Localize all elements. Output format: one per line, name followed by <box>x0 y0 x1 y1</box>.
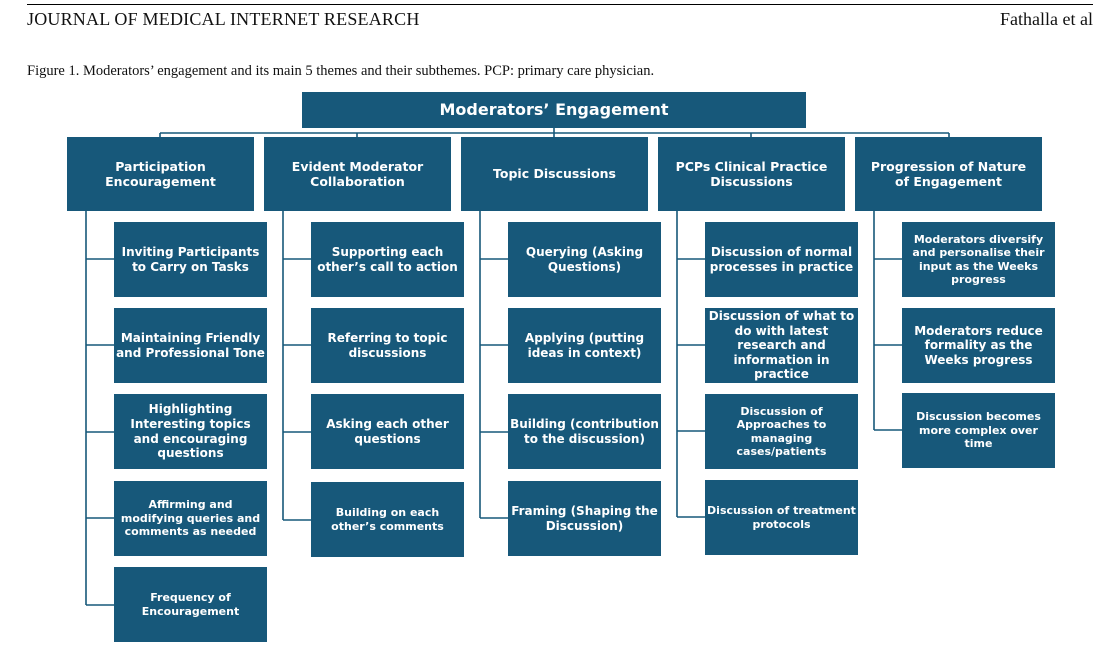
subtheme-label: Affirming and modifying queries and comm… <box>120 498 261 539</box>
subtheme-node: Maintaining Friendly and Professional To… <box>114 308 267 383</box>
subtheme-label: Discussion of treatment protocols <box>707 504 856 531</box>
subtheme-node: Discussion of Approaches to managing cas… <box>705 394 858 469</box>
subtheme-label: Highlighting Interesting topics and enco… <box>130 402 251 461</box>
theme-node: Progression of Nature of Engagement <box>855 137 1042 211</box>
subtheme-label: Framing (Shaping the Discussion) <box>511 503 658 533</box>
subtheme-node: Highlighting Interesting topics and enco… <box>114 394 267 469</box>
subtheme-label: Applying (putting ideas in context) <box>524 330 645 360</box>
subtheme-node: Affirming and modifying queries and comm… <box>114 481 267 556</box>
subtheme-label: Referring to topic discussions <box>327 330 448 360</box>
theme-node: Topic Discussions <box>461 137 648 211</box>
subtheme-node: Building on each other’s comments <box>311 482 464 557</box>
subtheme-node: Frequency of Encouragement <box>114 567 267 642</box>
subtheme-label: Building (contribution to the discussion… <box>510 416 659 446</box>
subtheme-node: Framing (Shaping the Discussion) <box>508 481 661 556</box>
root-label: Moderators’ Engagement <box>439 100 669 120</box>
subtheme-node: Discussion of treatment protocols <box>705 480 858 555</box>
subtheme-label: Querying (Asking Questions) <box>525 244 644 274</box>
subtheme-node: Moderators diversify and personalise the… <box>902 222 1055 297</box>
subtheme-label: Moderators diversify and personalise the… <box>912 232 1045 286</box>
subtheme-node: Asking each other questions <box>311 394 464 469</box>
author-names: Fathalla et al <box>1000 9 1093 29</box>
subtheme-label: Frequency of Encouragement <box>141 591 240 618</box>
figure-caption: Figure 1. Moderators’ engagement and its… <box>27 63 655 79</box>
subtheme-label: Discussion of what to do with latest res… <box>708 308 855 382</box>
theme-label: Progression of Nature of Engagement <box>870 158 1027 189</box>
subtheme-node: Querying (Asking Questions) <box>508 222 661 297</box>
journal-name: JOURNAL OF MEDICAL INTERNET RESEARCH <box>27 9 420 29</box>
theme-node: Evident Moderator Collaboration <box>264 137 451 211</box>
subtheme-node: Building (contribution to the discussion… <box>508 394 661 469</box>
theme-label: Participation Encouragement <box>105 158 216 189</box>
subtheme-node: Supporting each other’s call to action <box>311 222 464 297</box>
subtheme-node: Discussion of what to do with latest res… <box>705 308 858 383</box>
root-node: Moderators’ Engagement <box>302 92 806 128</box>
theme-label: Topic Discussions <box>493 166 616 182</box>
header-rule <box>27 4 1093 5</box>
theme-node: Participation Encouragement <box>67 137 254 211</box>
subtheme-node: Inviting Participants to Carry on Tasks <box>114 222 267 297</box>
theme-node: PCPs Clinical Practice Discussions <box>658 137 845 211</box>
subtheme-label: Discussion becomes more complex over tim… <box>916 410 1041 451</box>
subtheme-node: Applying (putting ideas in context) <box>508 308 661 383</box>
theme-label: Evident Moderator Collaboration <box>291 158 424 189</box>
subtheme-node: Discussion becomes more complex over tim… <box>902 393 1055 468</box>
subtheme-label: Inviting Participants to Carry on Tasks <box>121 244 260 274</box>
subtheme-label: Supporting each other’s call to action <box>317 244 458 274</box>
subtheme-node: Moderators reduce formality as the Weeks… <box>902 308 1055 383</box>
theme-label: PCPs Clinical Practice Discussions <box>675 158 828 189</box>
subtheme-label: Discussion of Approaches to managing cas… <box>736 404 827 458</box>
subtheme-label: Maintaining Friendly and Professional To… <box>116 330 265 360</box>
subtheme-label: Discussion of normal processes in practi… <box>709 244 854 274</box>
subtheme-label: Building on each other’s comments <box>331 506 444 533</box>
subtheme-label: Asking each other questions <box>326 416 449 446</box>
subtheme-node: Discussion of normal processes in practi… <box>705 222 858 297</box>
subtheme-node: Referring to topic discussions <box>311 308 464 383</box>
subtheme-label: Moderators reduce formality as the Weeks… <box>914 323 1043 367</box>
